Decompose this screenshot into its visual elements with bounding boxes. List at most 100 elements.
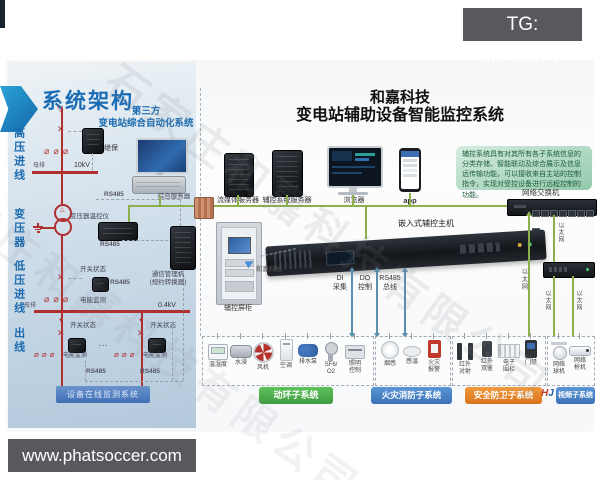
lv-breaker-icon: ✕ bbox=[57, 272, 65, 282]
ir-dual-device: 红外双鉴 bbox=[475, 333, 499, 373]
tg-badge-text: TG: MYYJJPP bbox=[479, 14, 566, 68]
hj-logo-h: H bbox=[541, 388, 549, 399]
di-label-line2: 采集 bbox=[333, 284, 347, 291]
side-label-outgoing: 出线 bbox=[12, 327, 25, 355]
rs485-label: RS485 bbox=[86, 368, 106, 375]
side-label-transformer: 变压器 bbox=[12, 208, 25, 250]
eth-line-cam2 bbox=[572, 276, 574, 336]
dashed-link bbox=[68, 278, 82, 279]
do-arrow-down bbox=[374, 333, 380, 338]
device-label: 门禁 bbox=[524, 360, 537, 366]
browser-monitor-stand bbox=[349, 186, 357, 192]
rs485-arrow-down bbox=[402, 333, 408, 338]
eth-line-access bbox=[528, 215, 530, 336]
water-sensor-icon bbox=[230, 345, 252, 358]
do-label-line2: 控制 bbox=[358, 284, 372, 291]
comm-manager-label-line1: 通信管理机 bbox=[151, 271, 185, 278]
incoming-arrow-icon: ▽ bbox=[57, 104, 64, 113]
network-switch-device bbox=[507, 199, 597, 235]
rs485-arrow-up bbox=[402, 267, 408, 272]
device-label: 水浸 bbox=[234, 360, 247, 366]
rs485-bus-label-line1: RS485 bbox=[379, 275, 401, 282]
online-monitor-banner: 设备在线监测系统 bbox=[56, 386, 150, 403]
air-conditioner-icon bbox=[279, 339, 293, 361]
security-subsystem-button: 安全防卫子系统 bbox=[465, 387, 542, 404]
feeder1-line bbox=[61, 313, 63, 392]
dashed-link bbox=[180, 199, 181, 226]
green-drop-line bbox=[128, 207, 130, 222]
left-server-label: 综合服务器 bbox=[157, 193, 191, 200]
lv-line bbox=[61, 236, 63, 311]
dashed-link bbox=[68, 131, 82, 132]
device-label: 风机 bbox=[256, 365, 269, 371]
dashed-link bbox=[183, 268, 184, 381]
dome-camera-device: 网络球机 bbox=[547, 333, 571, 376]
feeder2-meter bbox=[148, 338, 166, 353]
fire-subsystem-button: 火灾消防子系统 bbox=[371, 387, 452, 404]
green-stub-aux bbox=[286, 195, 288, 205]
heat-detector-device: 感温 bbox=[400, 333, 424, 366]
device-label: 温湿度 bbox=[208, 362, 227, 368]
ground-icon bbox=[33, 223, 43, 233]
transformer-winding-bottom bbox=[54, 218, 72, 236]
app-phone bbox=[399, 148, 421, 192]
hv-line bbox=[61, 108, 63, 172]
media-server-device bbox=[224, 153, 254, 197]
hj-logo-j: J bbox=[548, 388, 554, 399]
green-drop-host bbox=[365, 206, 367, 239]
switch-status-label-2: 开关状态 bbox=[70, 322, 96, 329]
device-label: 网络枪机 bbox=[573, 358, 586, 372]
ethernet-label: 以太网 bbox=[575, 290, 581, 311]
device-label: 红外对射 bbox=[458, 362, 471, 376]
aux-server-device bbox=[272, 150, 303, 197]
energy-monitor-label-3: 电能监测 bbox=[143, 353, 168, 359]
rs485-label: RS485 bbox=[100, 241, 120, 248]
ac-device: 空调 bbox=[274, 333, 298, 370]
do-arrow-up bbox=[374, 267, 380, 272]
left-server-tower bbox=[132, 176, 186, 194]
ethernet-label: 以太网 bbox=[544, 290, 550, 311]
aux-cabinet-device bbox=[216, 222, 262, 305]
embedded-host-label: 嵌入式辅控主机 bbox=[398, 219, 454, 228]
comm-manager-label-line2: (规约转换器) bbox=[149, 279, 187, 286]
transformer-feed-line bbox=[61, 174, 63, 206]
url-badge-text: www.phatsoccer.com bbox=[22, 446, 182, 465]
dashed-link bbox=[96, 199, 180, 200]
green-stub-media bbox=[237, 195, 239, 205]
side-label-lv-incoming: 低压进线 bbox=[12, 260, 25, 316]
lv-meter-device bbox=[92, 277, 109, 292]
third-party-title-line1: 第三方 bbox=[131, 106, 161, 117]
rs485-bus-line bbox=[404, 272, 406, 336]
transformer-delta: △ bbox=[60, 207, 65, 213]
device-label: 排水泵 bbox=[298, 359, 317, 365]
rs485-label: RS485 bbox=[104, 191, 124, 198]
fire-alarm-device: 火灾报警 bbox=[422, 333, 446, 374]
di-label-line1: DI bbox=[336, 275, 344, 282]
browser-monitor bbox=[327, 146, 383, 188]
network-switch-label: 网络交换机 bbox=[522, 188, 560, 197]
heat-detector-icon bbox=[403, 346, 421, 357]
transformer-monitor-device bbox=[98, 222, 138, 241]
relay-device bbox=[82, 128, 104, 154]
dashed-link bbox=[122, 240, 173, 241]
ellipsis: ··· bbox=[98, 340, 108, 351]
lv-voltage-label: 0.4kV bbox=[158, 302, 176, 309]
switch-status-label-3: 开关状态 bbox=[150, 322, 176, 329]
ir-beam-device: 红外对射 bbox=[453, 333, 477, 376]
info-box: 辅控系统具有对其所有各子系统信息的分类存储、智能联动及综合展示及信息远传输功能，… bbox=[456, 146, 592, 199]
device-label: 空调 bbox=[279, 363, 292, 369]
ct-symbols: ⌀⌀⌀ bbox=[44, 294, 73, 304]
gas-sensor-icon bbox=[320, 342, 342, 361]
di-arrow-up bbox=[349, 267, 355, 272]
feeder2-breaker: ✕ bbox=[137, 328, 145, 338]
hv-voltage-label: 10kV bbox=[74, 162, 90, 169]
dashed-link bbox=[85, 360, 86, 381]
busbar-label-bottom: 母排 bbox=[24, 303, 37, 309]
fan-device: 风机 bbox=[251, 333, 275, 372]
lighting-control-icon bbox=[345, 345, 365, 359]
video-subsystem-button: 视频子系统 bbox=[556, 387, 595, 404]
green-stub-server bbox=[159, 196, 161, 205]
lv-busbar bbox=[34, 310, 190, 313]
temp-humidity-device: 温湿度 bbox=[206, 333, 230, 369]
env-subsystem-button: 动环子系统 bbox=[259, 387, 333, 404]
